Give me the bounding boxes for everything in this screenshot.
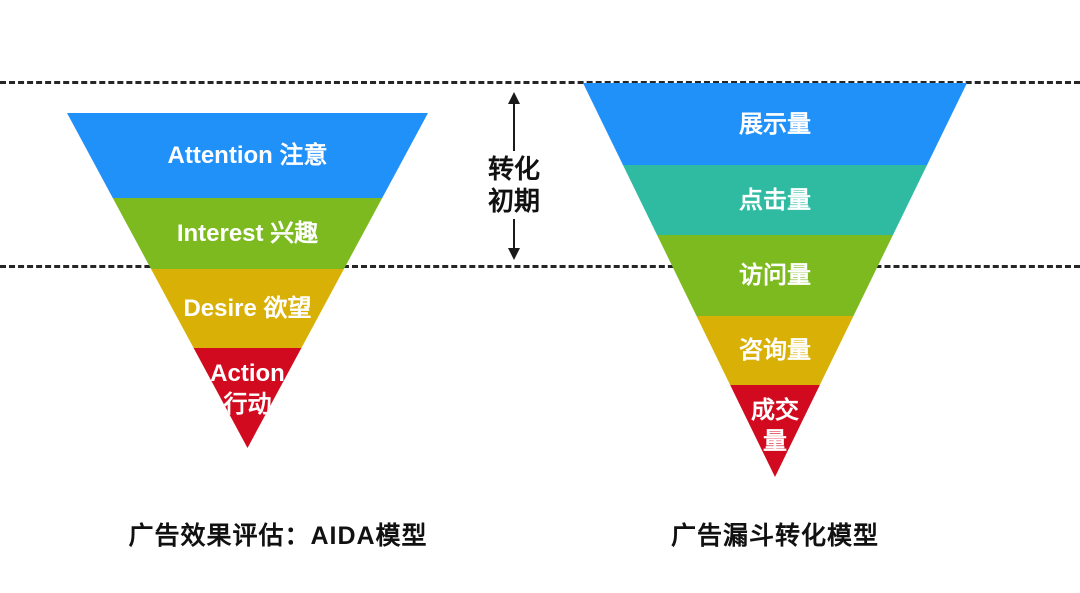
layer-label-line: 访问量: [739, 262, 811, 289]
conversion-layer-inquiries-label: 咨询量: [739, 335, 811, 366]
layer-label-line: Attention 注意: [167, 142, 328, 169]
conversion-layer-impressions: 展示量: [583, 83, 967, 165]
conversion-layer-deals: 成交 量: [583, 385, 967, 477]
aida-layer-desire: Desire 欲望: [67, 269, 428, 348]
annotation-line: 转化: [487, 154, 541, 184]
conversion-layer-impressions-label: 展示量: [739, 109, 811, 140]
conversion-layer-inquiries: 咨询量: [583, 316, 967, 385]
aida-layer-action: Action 行动: [67, 348, 428, 448]
aida-funnel-caption: 广告效果评估：AIDA模型: [128, 522, 428, 550]
layer-label-line: 成交: [751, 397, 799, 424]
aida-layer-attention: Attention 注意: [67, 113, 428, 198]
aida-layer-interest-label: Interest 兴趣: [177, 218, 318, 249]
conversion-funnel-caption: 广告漏斗转化模型: [670, 522, 880, 550]
aida-layer-interest: Interest 兴趣: [67, 198, 428, 269]
dashed-divider-top: [0, 81, 1080, 84]
annotation-line: 初期: [487, 186, 541, 216]
aida-layer-attention-label: Attention 注意: [168, 140, 328, 171]
layer-label-line: Action: [210, 360, 285, 387]
layer-label-line: 咨询量: [739, 337, 811, 364]
aida-layer-desire-label: Desire 欲望: [183, 293, 311, 324]
conversion-layer-clicks: 点击量: [583, 165, 967, 235]
layer-label-line: 展示量: [739, 110, 811, 138]
layer-label-line: 量: [763, 428, 787, 455]
aida-layer-action-label: Action 行动: [210, 358, 285, 420]
conversion-stage-annotation: 转化 初期: [481, 151, 547, 219]
conversion-funnel: 展示量 点击量 访问量 咨询量 成交 量: [583, 83, 967, 477]
aida-funnel: Attention 注意 Interest 兴趣 Desire 欲望 Actio…: [67, 113, 428, 448]
layer-label-line: Desire 欲望: [183, 295, 312, 322]
dashed-divider-bottom: [0, 265, 1080, 268]
conversion-layer-clicks-label: 点击量: [739, 185, 811, 216]
layer-label-line: Interest 兴趣: [176, 220, 319, 247]
conversion-layer-deals-label: 成交 量: [751, 395, 799, 457]
conversion-layer-visits-label: 访问量: [739, 260, 811, 291]
arrow-up-icon: [508, 92, 520, 104]
arrow-down-icon: [508, 248, 520, 260]
conversion-layer-visits: 访问量: [583, 235, 967, 316]
layer-label-line: 行动: [223, 391, 272, 418]
layer-label-line: 点击量: [739, 186, 811, 214]
